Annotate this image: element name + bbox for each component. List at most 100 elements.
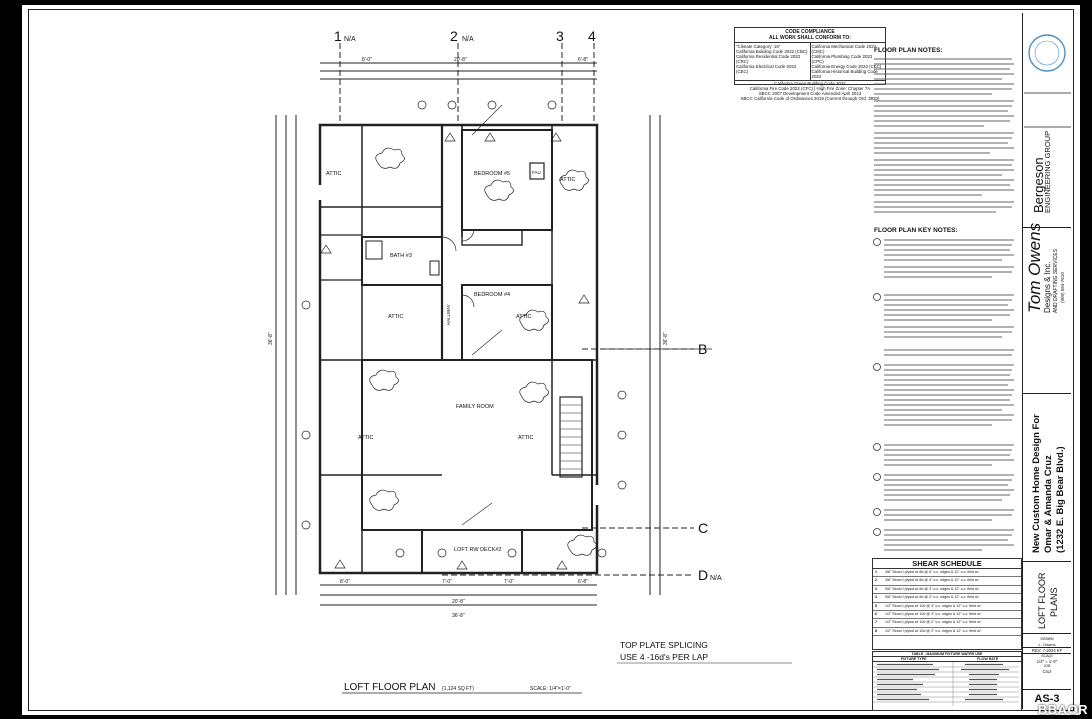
engineer-seal-icon — [1024, 34, 1071, 128]
shear-row: 1 3/8" Struct I plywd w/ 8d @ 6" o.c. edg… — [873, 569, 1021, 578]
fixture-col-flow: FLOW RATE — [977, 657, 999, 661]
shear-row: 4 3/8" Struct I plywd w/ 8d @ 2" o.c. edg… — [873, 594, 1021, 603]
revision: REV: 7-2024 KF — [1023, 647, 1071, 654]
shear-row-number: 6 — [875, 611, 877, 616]
shear-row-number: 7 — [875, 620, 877, 625]
notes-text-lines — [873, 58, 1014, 551]
project-line-1: New Custom Home Design For — [1031, 414, 1042, 553]
project-line-3: (1232 E. Big Bear Blvd.) — [1055, 446, 1066, 553]
grid-label-c: C — [698, 520, 708, 536]
designer-name: Designs & Inc. — [1043, 261, 1052, 313]
sheet-border — [28, 9, 1074, 711]
title-block: Bergeson ENGINEERING GROUP Tom Owens Des… — [1022, 13, 1071, 709]
dim-bot-2: 7'-0" — [442, 579, 452, 585]
designer-services: AND DRAFTING SERVICES — [1053, 248, 1059, 313]
shear-row-text: 1/2" Struct I plywd w/ 10d @ 2" o.c. edg… — [885, 628, 981, 633]
code-head-1: CODE COMPLIANCE — [785, 29, 835, 35]
room-attic-1: ATTIC — [326, 171, 342, 177]
plan-scale: SCALE: 1/4"=1'-0" — [530, 686, 571, 692]
shear-row-text: 1/2" Struct I plywd w/ 10d @ 3" o.c. edg… — [885, 611, 981, 616]
shear-row: 6 1/2" Struct I plywd w/ 10d @ 3" o.c. ed… — [873, 611, 1021, 620]
room-fau: FAU — [532, 170, 541, 175]
room-attic-4: ATTIC — [516, 314, 532, 320]
shear-row-number: 8 — [875, 628, 877, 633]
sheet-title-1: LOFT FLOOR — [1037, 572, 1047, 629]
designer-logo: Tom Owens — [1025, 222, 1044, 313]
plan-area: (1,124 SQ FT) — [442, 686, 474, 692]
room-attic-5: ATTIC — [358, 435, 374, 441]
splicing-note-1: TOP PLATE SPLICING — [620, 640, 708, 650]
room-bedroom-4: BEDROOM #4 — [474, 292, 510, 298]
plan-title: LOFT FLOOR PLAN — [344, 682, 436, 693]
dim-top-right: 6'-8" — [578, 57, 588, 63]
job-value: Cruz — [1042, 669, 1052, 674]
shear-row: 3 3/8" Struct I plywd w/ 8d @ 3" o.c. edg… — [873, 586, 1021, 595]
room-hallway: HALLWAY — [446, 304, 451, 325]
shear-row-text: 1/2" Struct I plywd w/ 10d @ 2" o.c. edg… — [885, 620, 981, 625]
drawn-label: DRAWN — [1040, 637, 1054, 641]
dim-left-overall: 36'-8" — [268, 332, 274, 345]
dim-bot-total: 36'-8" — [452, 613, 465, 619]
room-loft-deck: LOFT RW DECK#2 — [454, 547, 501, 553]
code-bottom-3: SBCC California Code of Ordinances 2019 … — [740, 96, 880, 101]
code-left-2: California Residential Code 2022 (CRC) — [736, 54, 801, 64]
room-family-room: FAMILY ROOM — [456, 404, 494, 410]
shear-row: 8 1/2" Struct I plywd w/ 10d @ 2" o.c. ed… — [873, 628, 1021, 637]
dim-bot-overall: 20'-8" — [452, 599, 465, 605]
room-attic-6: ATTIC — [518, 435, 534, 441]
shear-row-text: 3/8" Struct I plywd w/ 8d @ 2" o.c. edge… — [885, 595, 979, 600]
shear-row: 7 1/2" Struct I plywd w/ 10d @ 2" o.c. ed… — [873, 619, 1021, 628]
grid-label-b: B — [698, 341, 707, 357]
shear-row: 5 1/2" Struct I plywd w/ 10d @ 4" o.c. ed… — [873, 603, 1021, 611]
grid-tag-2: N/A — [462, 36, 474, 43]
sheet-number: AS-3 — [1034, 693, 1060, 705]
code-left-3: California Electrical Code 2022 (CEC) — [736, 64, 797, 74]
shear-row-text: 3/8" Struct I plywd w/ 8d @ 3" o.c. edge… — [885, 586, 979, 591]
sheet-title-2: PLANS — [1049, 587, 1059, 617]
loft-floor-plan: 1 2 3 4 B C D N/A N/A N/A ATTIC BEDROOM … — [268, 28, 792, 694]
project-line-2: Omar & Amanda Cruz — [1043, 455, 1054, 553]
dim-bot-3: 7'-0" — [504, 579, 514, 585]
grid-label-4: 4 — [588, 28, 596, 44]
splicing-note-2: USE 4 -16d's PER LAP — [620, 652, 708, 662]
drawing-sheet: 1 2 3 4 B C D N/A N/A N/A ATTIC BEDROOM … — [22, 5, 1080, 715]
grid-tag-d: N/A — [710, 575, 722, 582]
fixture-col-type: FIXTURE TYPE — [900, 657, 927, 661]
dim-bot-1: 8'-0" — [340, 579, 350, 585]
grid-label-d: D — [698, 567, 708, 583]
shear-row-text: 1/2" Struct I plywd w/ 10d @ 4" o.c. edg… — [885, 603, 981, 608]
grid-label-1: 1 — [334, 28, 342, 44]
grid-label-3: 3 — [556, 28, 564, 44]
room-bedroom-5: BEDROOM #5 — [474, 171, 510, 177]
grid-tag-1: N/A — [344, 36, 356, 43]
scale-value: 1/4" = 1'-0" — [1036, 659, 1058, 664]
shear-row-number: 2 — [875, 578, 877, 583]
shear-row-number: 1 — [875, 570, 877, 574]
code-left-0: "Climate Category: 16" — [736, 44, 781, 49]
dim-top-left: 8'-0" — [362, 57, 372, 63]
shear-row-number: 5 — [875, 603, 877, 608]
code-bottom-1: California Fire Code 2022 (CFC) | High F… — [749, 86, 871, 91]
code-right-3: California Historical Building Code 2022 — [811, 69, 878, 79]
floor-plan-notes-title: FLOOR PLAN NOTES: — [874, 47, 943, 54]
fixture-table-rows — [873, 662, 1019, 706]
shear-row-number: 4 — [875, 595, 877, 600]
shear-row-text: 3/8" Struct I plywd w/ 8d @ 6" o.c. edge… — [885, 570, 979, 574]
scale-label: SCALE — [1041, 654, 1053, 658]
code-right-2: California Energy Code 2022 (CEC) — [811, 64, 882, 69]
shear-row-number: 3 — [875, 586, 877, 591]
engineer-group: ENGINEERING GROUP — [1043, 130, 1052, 213]
bbaor-watermark: BBAOR — [1037, 702, 1088, 717]
designer-phone: (909) 584-7610 — [1060, 272, 1065, 303]
grid-label-2: 2 — [450, 28, 458, 44]
room-bath-3: BATH #3 — [390, 253, 412, 259]
shear-row-text: 3/8" Struct I plywd w/ 8d @ 4" o.c. edge… — [885, 578, 979, 583]
code-right-0: California Mechanical Code 2022 (CMC) — [811, 44, 877, 54]
code-head-2: ALL WORK SHALL CONFORM TO: — [769, 35, 851, 41]
code-bottom-0: California Green Building Code 2022 — [774, 81, 846, 86]
dim-bot-4: 6'-8" — [578, 579, 588, 585]
job-label: JOB — [1043, 664, 1051, 668]
code-bottom-2: SBCC 2007 Development Code Amended April… — [758, 91, 862, 96]
code-compliance-box: CODE COMPLIANCE ALL WORK SHALL CONFORM T… — [734, 27, 886, 101]
